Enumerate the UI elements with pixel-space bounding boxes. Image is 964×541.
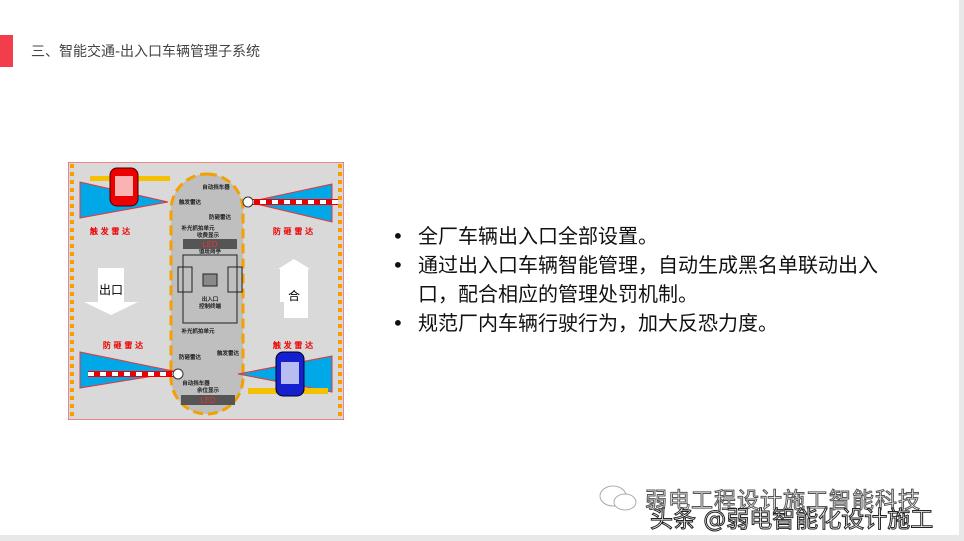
exit-arrow: [84, 268, 138, 315]
computer-terminal-icon: [202, 273, 218, 287]
diagram-element: LED: [200, 396, 216, 405]
parking-entrance-diagram: 出口 合 触 发 雷 达 防 砸 雷 达 防 砸 雷 达 触 发 雷 达 自动挡…: [68, 162, 344, 420]
page-title: 三、智能交通-出入口车辆管理子系统: [31, 44, 261, 60]
anti-smash-label-bottom: 防砸雷达: [179, 353, 202, 361]
led-display-top: [183, 239, 237, 249]
led-display-bottom: [181, 395, 235, 405]
bullet-item: 规范厂内车辆行驶行为，加大反恐力度。: [392, 309, 888, 338]
trigger-radar-label-right: 触 发 雷 达: [273, 340, 313, 350]
wechat-icon: [599, 485, 637, 511]
diagram-element: [115, 176, 133, 196]
radar-cone-bottom-left: [79, 351, 179, 389]
watermark-account: 弱电工程设计施工智能科技: [644, 489, 922, 515]
booth: [182, 254, 238, 324]
slide-edge: [959, 0, 964, 541]
bullet-item: 通过出入口车辆智能管理，自动生成黑名单联动出入口，配合相应的管理处罚机制。: [392, 251, 888, 309]
terminal-label-2: 控制终端: [199, 302, 222, 310]
diagram-element: [177, 266, 193, 293]
terminal-label-1: 出入口: [202, 295, 219, 303]
booth-label: 值班岗亭: [199, 247, 222, 255]
barrier-pivot-bottom: [172, 368, 184, 380]
watermark-toutiao: 头条 @弱电智能化设计施工: [649, 507, 934, 534]
trigger-radar-label-top: 触发雷达: [179, 198, 202, 206]
booth-island: [169, 172, 245, 416]
diagram-element: [227, 266, 243, 293]
barrier-label-bottom: 自动挡车器: [182, 379, 210, 387]
trigger-radar-label-bottom: 触发雷达: [217, 349, 240, 357]
bullet-item: 全厂车辆出入口全部设置。: [392, 222, 888, 251]
slide-edge-bottom: [0, 535, 964, 541]
capture-unit-label-top: 补光抓拍单元: [180, 224, 215, 232]
bullet-list: 全厂车辆出入口全部设置。 通过出入口车辆智能管理，自动生成黑名单联动出入口，配合…: [392, 222, 888, 338]
exit-arrow-label: 出口: [99, 283, 123, 297]
diagram-element: [613, 493, 637, 511]
anti-smash-label-right: 防 砸 雷 达: [273, 226, 313, 236]
entry-arrow: [278, 259, 310, 318]
diagram-element: [281, 362, 299, 384]
barrier-pivot-top: [242, 196, 254, 208]
barrier-label-top: 自动挡车器: [202, 183, 230, 191]
title-accent-bar: [0, 35, 13, 67]
anti-smash-label-top: 防砸雷达: [209, 213, 232, 221]
fee-display-label: 收费显示: [197, 231, 220, 239]
space-display-label: 余位显示: [196, 386, 220, 394]
anti-smash-label-left: 防 砸 雷 达: [103, 340, 143, 350]
capture-unit-label-bottom: 补光抓拍单元: [180, 327, 215, 335]
diagram-element: LED: [202, 240, 218, 249]
diagram-element: 自动挡车器 触发雷达 防砸雷达 补光抓拍单元 收费显示 值班岗亭 出入口 控制终…: [179, 183, 240, 394]
trigger-radar-label-left: 触 发 雷 达: [90, 226, 130, 236]
entry-arrow-label: 合: [288, 288, 300, 303]
